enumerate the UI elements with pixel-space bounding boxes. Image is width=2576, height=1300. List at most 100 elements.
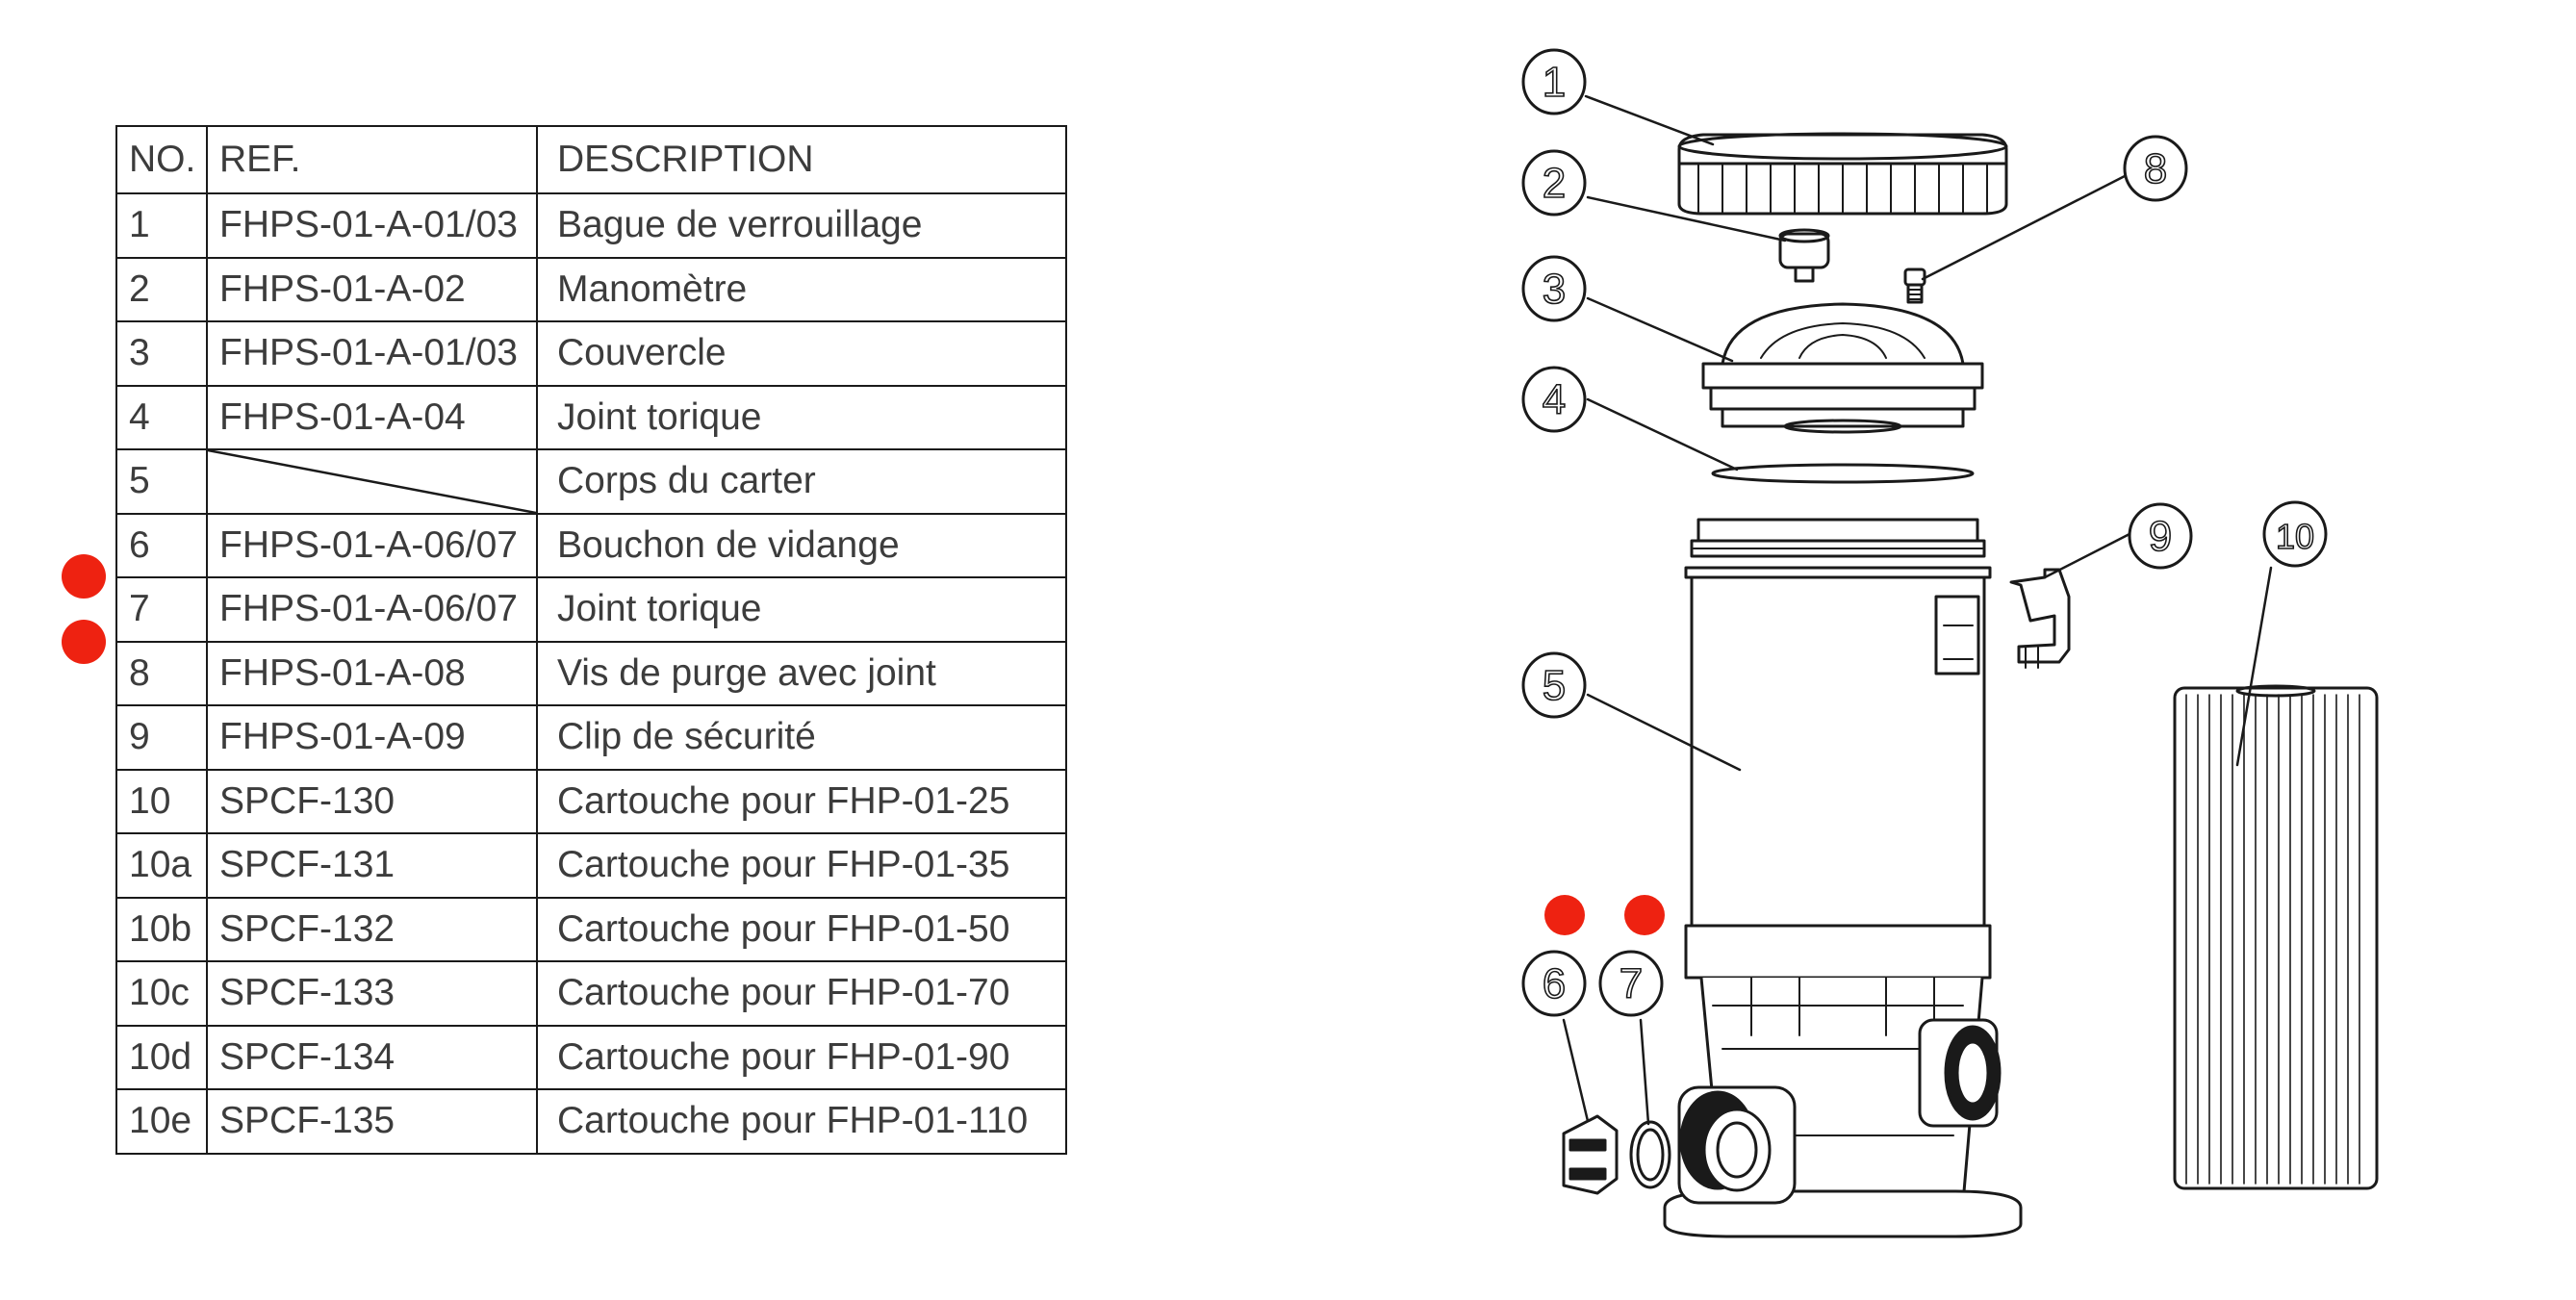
- o-ring-part: [1711, 463, 1975, 484]
- highlight-marker-part-7: [1624, 895, 1665, 935]
- safety-clip-part: [2009, 568, 2071, 669]
- cell-description: Couvercle: [536, 320, 1067, 387]
- table-row: 5 Corps du carter: [115, 448, 1067, 515]
- cell-no: 9: [115, 704, 208, 771]
- cell-description: Cartouche pour FHP-01-25: [536, 768, 1067, 834]
- cell-no: 10b: [115, 896, 208, 962]
- callout-number: 8: [2144, 145, 2167, 192]
- cell-ref: SPCF-135: [206, 1088, 538, 1155]
- cell-no: 10c: [115, 960, 208, 1027]
- header-no: NO.: [115, 125, 208, 194]
- cell-ref: FHPS-01-A-09: [206, 704, 538, 771]
- cell-no: 4: [115, 384, 208, 450]
- cell-ref: FHPS-01-A-06/07: [206, 512, 538, 578]
- callout-circle: [1521, 366, 1587, 433]
- cell-description: Joint torique: [536, 384, 1067, 450]
- cell-ref: FHPS-01-A-01/03: [206, 320, 538, 387]
- drain-o-ring-part: [1629, 1120, 1671, 1189]
- callout-number: 10: [2276, 517, 2314, 556]
- table-header-row: NO. REF. DESCRIPTION: [115, 125, 1067, 194]
- callout-9: 9: [2128, 502, 2193, 570]
- cell-ref: FHPS-01-A-06/07: [206, 576, 538, 643]
- cell-description: Clip de sécurité: [536, 704, 1067, 771]
- callout-number: 4: [1543, 376, 1566, 423]
- callout-5: 5: [1521, 651, 1587, 719]
- cell-no: 1: [115, 192, 208, 259]
- callout-4: 4: [1521, 366, 1587, 433]
- cell-no: 2: [115, 256, 208, 322]
- callout-circle: [1521, 149, 1587, 217]
- drain-plug-part: [1562, 1114, 1619, 1195]
- cell-description: Corps du carter: [536, 448, 1067, 515]
- callout-2: 2: [1521, 149, 1587, 217]
- callout-circle: [1521, 255, 1587, 322]
- callout-circle: [1521, 950, 1587, 1017]
- leader-lines: [1562, 94, 2273, 1126]
- cell-no: 5: [115, 448, 208, 515]
- cell-description: Cartouche pour FHP-01-90: [536, 1024, 1067, 1090]
- cell-description: Vis de purge avec joint: [536, 640, 1067, 706]
- purge-screw-part: [1903, 268, 1926, 304]
- highlight-marker-row-7: [62, 620, 106, 664]
- cell-description: Bouchon de vidange: [536, 512, 1067, 578]
- cell-ref: FHPS-01-A-02: [206, 256, 538, 322]
- cell-no: 6: [115, 512, 208, 578]
- header-description: DESCRIPTION: [536, 125, 1067, 194]
- cell-no: 10: [115, 768, 208, 834]
- cell-description: Cartouche pour FHP-01-110: [536, 1088, 1067, 1155]
- cell-no: 8: [115, 640, 208, 706]
- callout-number: 9: [2149, 513, 2172, 560]
- callout-number: 7: [1620, 960, 1643, 1007]
- lid-part: [1701, 302, 1984, 434]
- callout-labels: 1 2 3 4 5 6 7 8 9 10: [1521, 48, 2328, 1017]
- cell-ref: FHPS-01-A-08: [206, 640, 538, 706]
- cell-no: 3: [115, 320, 208, 387]
- callout-number: 6: [1543, 960, 1566, 1007]
- cell-description: Cartouche pour FHP-01-70: [536, 960, 1067, 1027]
- cell-no: 7: [115, 576, 208, 643]
- cell-description: Joint torique: [536, 576, 1067, 643]
- cell-description: Bague de verrouillage: [536, 192, 1067, 259]
- cell-ref: FHPS-01-A-01/03: [206, 192, 538, 259]
- cell-ref: SPCF-131: [206, 832, 538, 899]
- callout-number: 1: [1543, 59, 1566, 106]
- pressure-gauge-part: [1778, 228, 1830, 283]
- callout-number: 3: [1543, 266, 1566, 313]
- cell-ref: [206, 448, 538, 515]
- cell-description: Cartouche pour FHP-01-35: [536, 832, 1067, 899]
- cell-ref: SPCF-130: [206, 768, 538, 834]
- cell-ref: SPCF-134: [206, 1024, 538, 1090]
- callout-circle: [1521, 48, 1587, 115]
- callout-number: 2: [1543, 160, 1566, 207]
- callout-10: 10: [2262, 500, 2328, 568]
- cell-no: 10a: [115, 832, 208, 899]
- callout-circle: [2123, 135, 2188, 202]
- callout-number: 5: [1543, 662, 1566, 709]
- cell-description: Cartouche pour FHP-01-50: [536, 896, 1067, 962]
- callout-circle: [1598, 950, 1664, 1017]
- cell-no: 10e: [115, 1088, 208, 1155]
- cell-description: Manomètre: [536, 256, 1067, 322]
- header-ref: REF.: [206, 125, 538, 194]
- callout-8: 8: [2123, 135, 2188, 202]
- filter-cartridge-part: [2173, 684, 2379, 1190]
- highlight-marker-row-6: [62, 554, 106, 599]
- callout-circle: [1521, 651, 1587, 719]
